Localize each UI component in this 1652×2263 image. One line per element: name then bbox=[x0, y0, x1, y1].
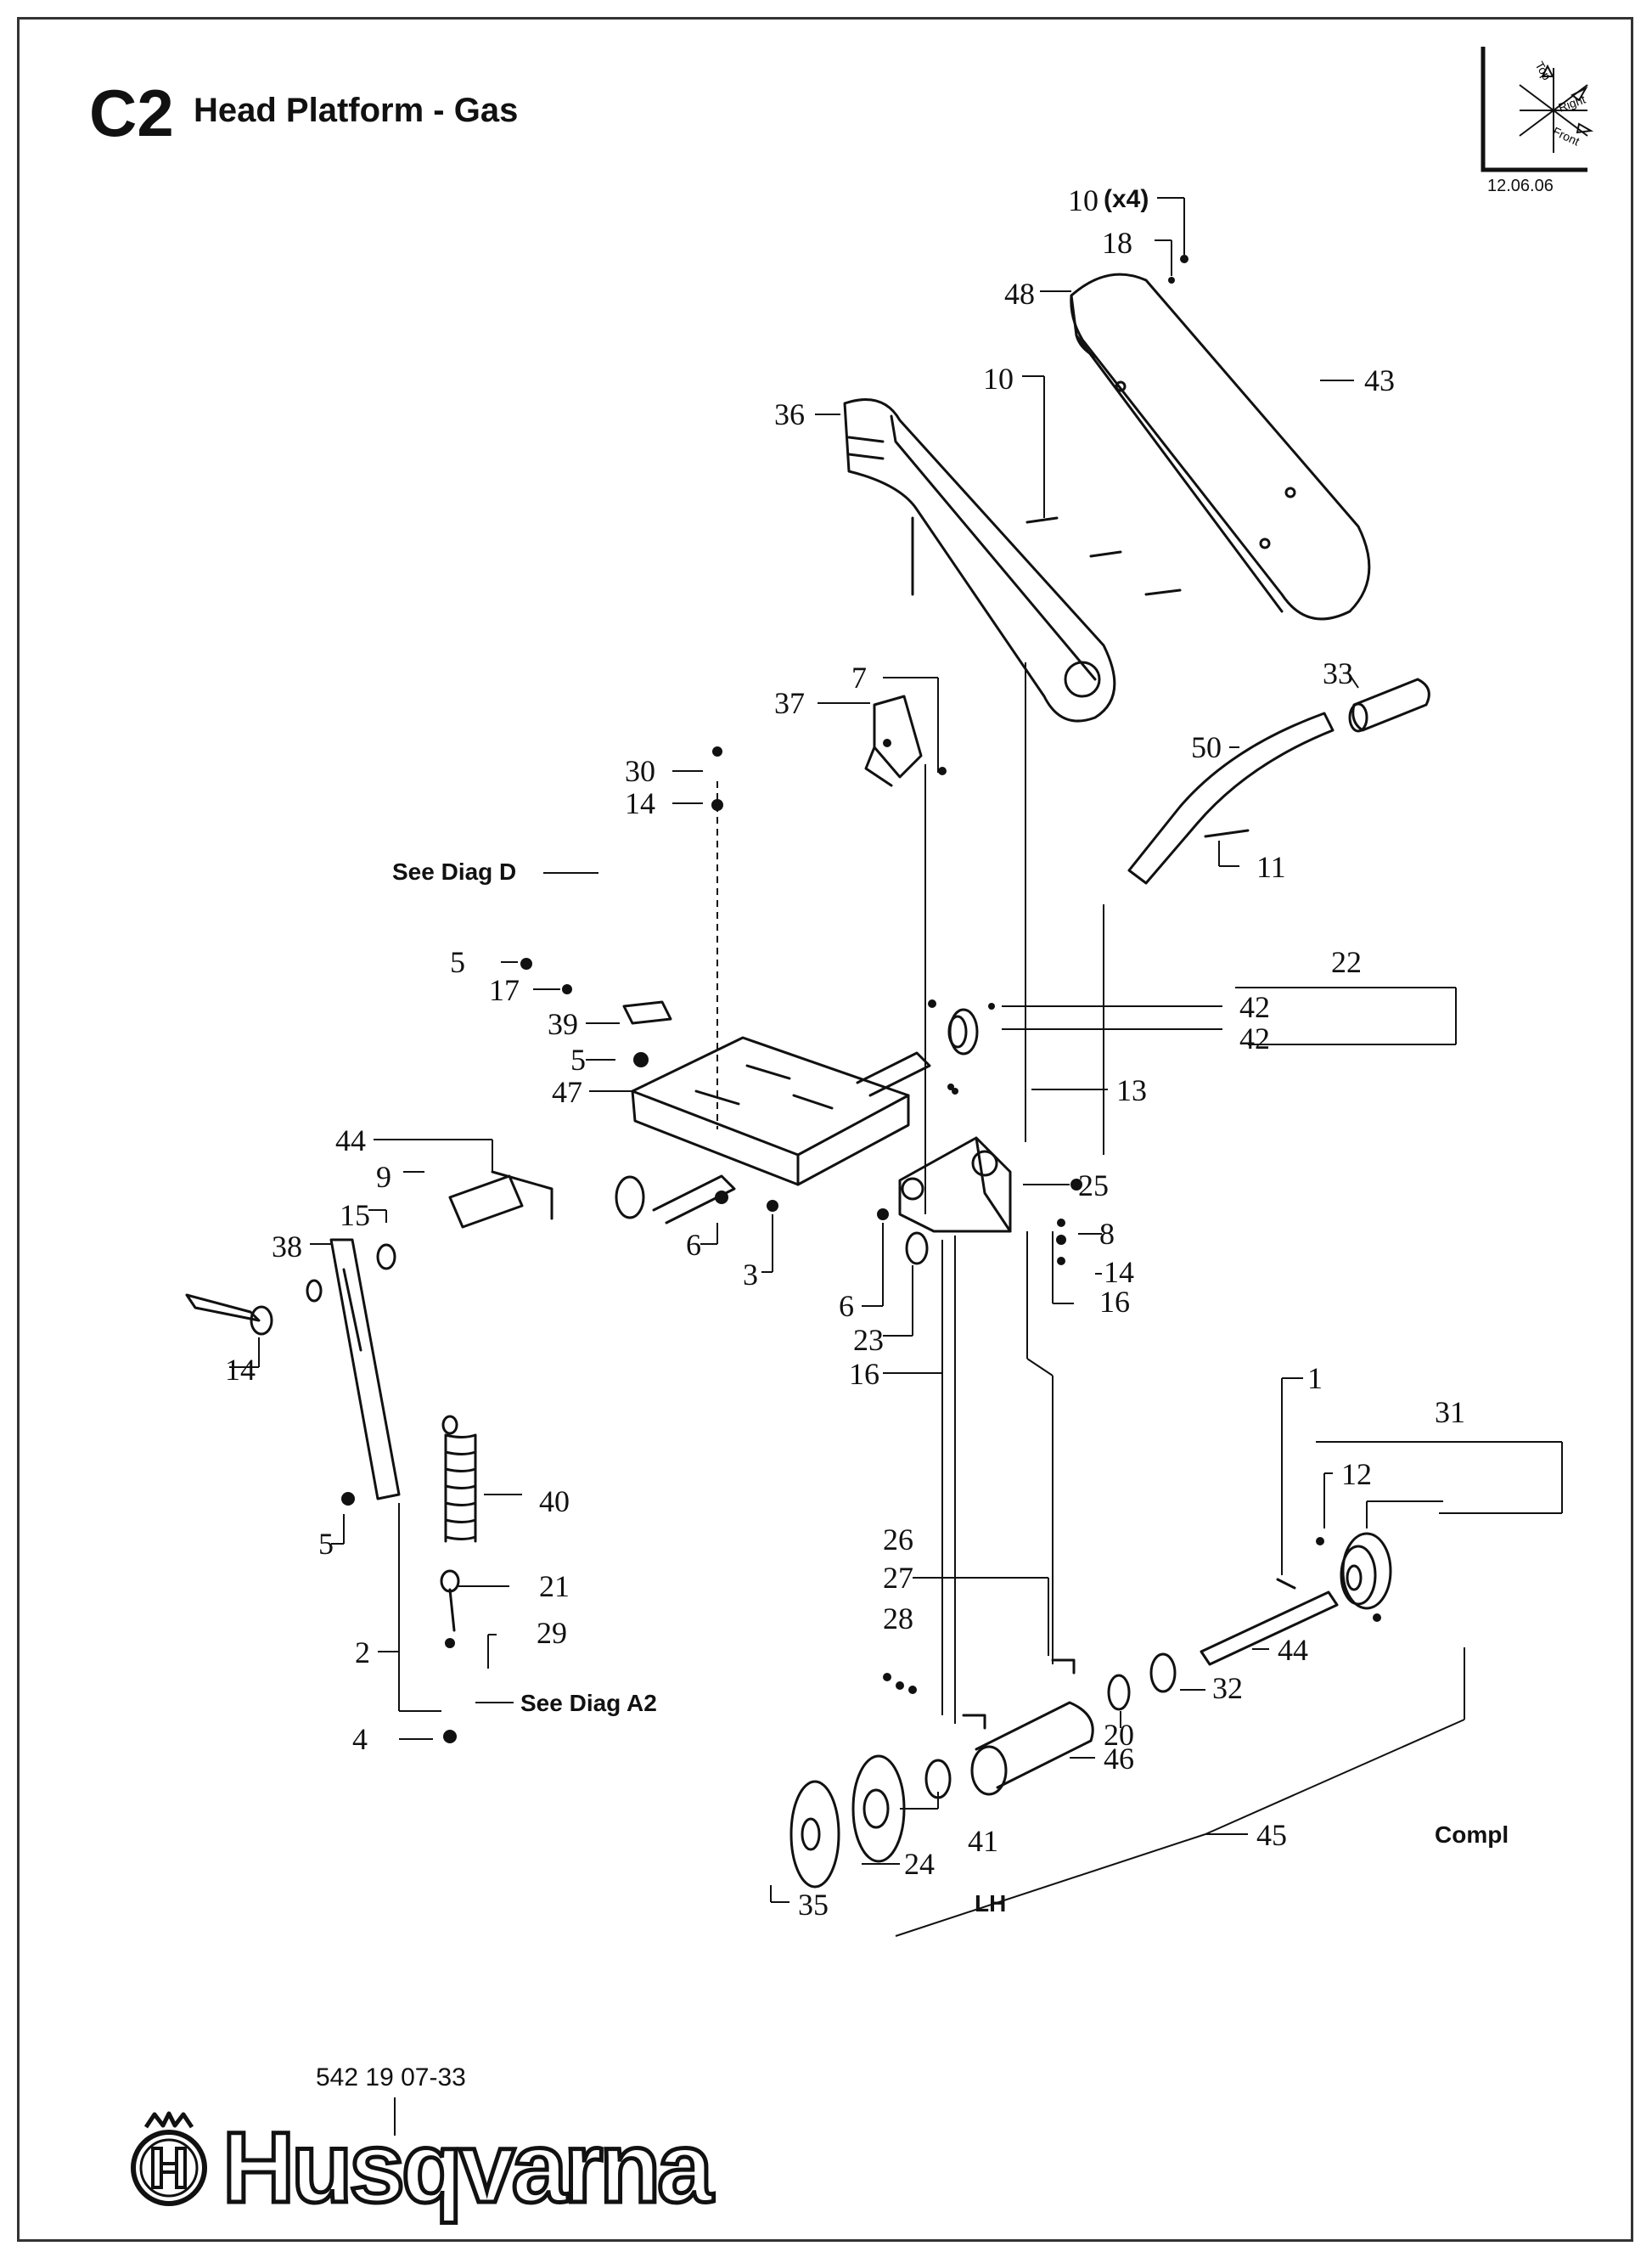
callout-41: 41 bbox=[968, 1824, 998, 1858]
callout-16: 16 bbox=[1099, 1285, 1130, 1319]
callout-26: 26 bbox=[883, 1523, 913, 1557]
callout-44: 44 bbox=[335, 1123, 366, 1157]
callout-11: 11 bbox=[1256, 850, 1286, 884]
callout-22: 22 bbox=[1331, 945, 1362, 979]
page-title: Head Platform - Gas bbox=[194, 92, 519, 129]
washer-20 bbox=[1107, 1674, 1131, 1711]
callout-35: 35 bbox=[798, 1888, 829, 1922]
lever-38 bbox=[329, 1238, 401, 1500]
outer-flange-35 bbox=[789, 1780, 840, 1889]
see-diag-a2-note: See Diag A2 bbox=[520, 1690, 657, 1716]
callout-14: 14 bbox=[625, 786, 655, 820]
callout-43: 43 bbox=[1364, 363, 1395, 397]
callout-4: 4 bbox=[352, 1722, 368, 1756]
callout-42-upper: 42 bbox=[1239, 990, 1270, 1024]
callout-12: 12 bbox=[1341, 1457, 1372, 1491]
belt-guard-43 bbox=[1070, 273, 1371, 621]
handle-bolt-14 bbox=[185, 1293, 261, 1322]
page-frame bbox=[17, 17, 1633, 2242]
lh-note: LH bbox=[975, 1890, 1007, 1917]
callout-10: 10 bbox=[983, 362, 1014, 396]
callout-9: 9 bbox=[376, 1160, 391, 1194]
handle-50 bbox=[1127, 712, 1335, 885]
callout-5-c: 5 bbox=[318, 1527, 334, 1561]
shaft-44 bbox=[1200, 1590, 1339, 1666]
callout-3: 3 bbox=[743, 1258, 758, 1292]
pulley-31 bbox=[1341, 1532, 1392, 1610]
callout-37: 37 bbox=[774, 686, 805, 720]
callout-20: 20 bbox=[1104, 1718, 1134, 1752]
callout-47: 47 bbox=[552, 1075, 582, 1109]
callout-15: 15 bbox=[340, 1198, 370, 1232]
callout-24: 24 bbox=[904, 1847, 935, 1881]
callout-21: 21 bbox=[539, 1569, 570, 1603]
grip-33 bbox=[1351, 678, 1430, 732]
lock-44 bbox=[448, 1174, 524, 1229]
callout-2: 2 bbox=[355, 1635, 370, 1669]
callout-38: 38 bbox=[272, 1230, 302, 1264]
guard-37 bbox=[873, 695, 923, 779]
callout-28: 28 bbox=[883, 1602, 913, 1635]
callout-23: 23 bbox=[853, 1323, 884, 1357]
callout-5-b: 5 bbox=[570, 1043, 586, 1077]
callout-14-b: 14 bbox=[1104, 1255, 1134, 1289]
callout-10-x4: 10 bbox=[1068, 183, 1099, 217]
callout-31: 31 bbox=[1435, 1395, 1465, 1429]
callout-14-c: 14 bbox=[225, 1353, 256, 1387]
section-code: C2 bbox=[89, 76, 174, 150]
callout-1: 1 bbox=[1307, 1361, 1323, 1395]
see-diag-d-note: See Diag D bbox=[392, 858, 517, 885]
callout-13: 13 bbox=[1116, 1073, 1147, 1107]
callout-6-b: 6 bbox=[839, 1289, 854, 1323]
callout-5: 5 bbox=[450, 945, 465, 979]
callout-30: 30 bbox=[625, 754, 655, 788]
brand-wordmark: Husqvarna bbox=[221, 2112, 716, 2224]
part-number: 542 19 07-33 bbox=[316, 2063, 466, 2091]
bracket-22 bbox=[898, 1136, 1012, 1233]
callout-8: 8 bbox=[1099, 1217, 1115, 1251]
callout-x4-qty: (x4) bbox=[1104, 185, 1149, 213]
callout-48: 48 bbox=[1004, 277, 1035, 311]
revision-date: 12.06.06 bbox=[1487, 177, 1554, 195]
callout-33: 33 bbox=[1323, 656, 1353, 690]
callout-36: 36 bbox=[774, 397, 805, 431]
callout-46: 46 bbox=[1104, 1742, 1134, 1776]
compl-note: Compl bbox=[1435, 1821, 1509, 1848]
callout-44-b: 44 bbox=[1278, 1633, 1308, 1667]
callout-40: 40 bbox=[539, 1484, 570, 1518]
callout-29: 29 bbox=[537, 1616, 567, 1650]
bolts-10 bbox=[1025, 516, 1182, 596]
bearing-32 bbox=[1149, 1652, 1177, 1693]
callout-25: 25 bbox=[1078, 1168, 1109, 1202]
callout-42-lower: 42 bbox=[1239, 1022, 1270, 1056]
crown-h-icon bbox=[131, 2111, 207, 2206]
belt-guard-bracket-36 bbox=[843, 398, 1116, 723]
tube-46 bbox=[975, 1701, 1094, 1789]
husqvarna-logo bbox=[121, 2110, 218, 2212]
callout-32: 32 bbox=[1212, 1671, 1243, 1705]
callout-18: 18 bbox=[1102, 226, 1132, 260]
callout-6: 6 bbox=[686, 1228, 701, 1262]
spring-40 bbox=[444, 1433, 477, 1540]
inner-flange-24 bbox=[851, 1754, 906, 1863]
callout-7: 7 bbox=[851, 661, 867, 695]
callout-45: 45 bbox=[1256, 1818, 1287, 1852]
callout-39: 39 bbox=[548, 1007, 578, 1041]
callout-27: 27 bbox=[883, 1561, 913, 1595]
callout-17: 17 bbox=[489, 973, 520, 1007]
callout-50: 50 bbox=[1191, 730, 1222, 764]
bracket-39 bbox=[622, 1000, 672, 1025]
callout-16-b: 16 bbox=[849, 1357, 879, 1391]
